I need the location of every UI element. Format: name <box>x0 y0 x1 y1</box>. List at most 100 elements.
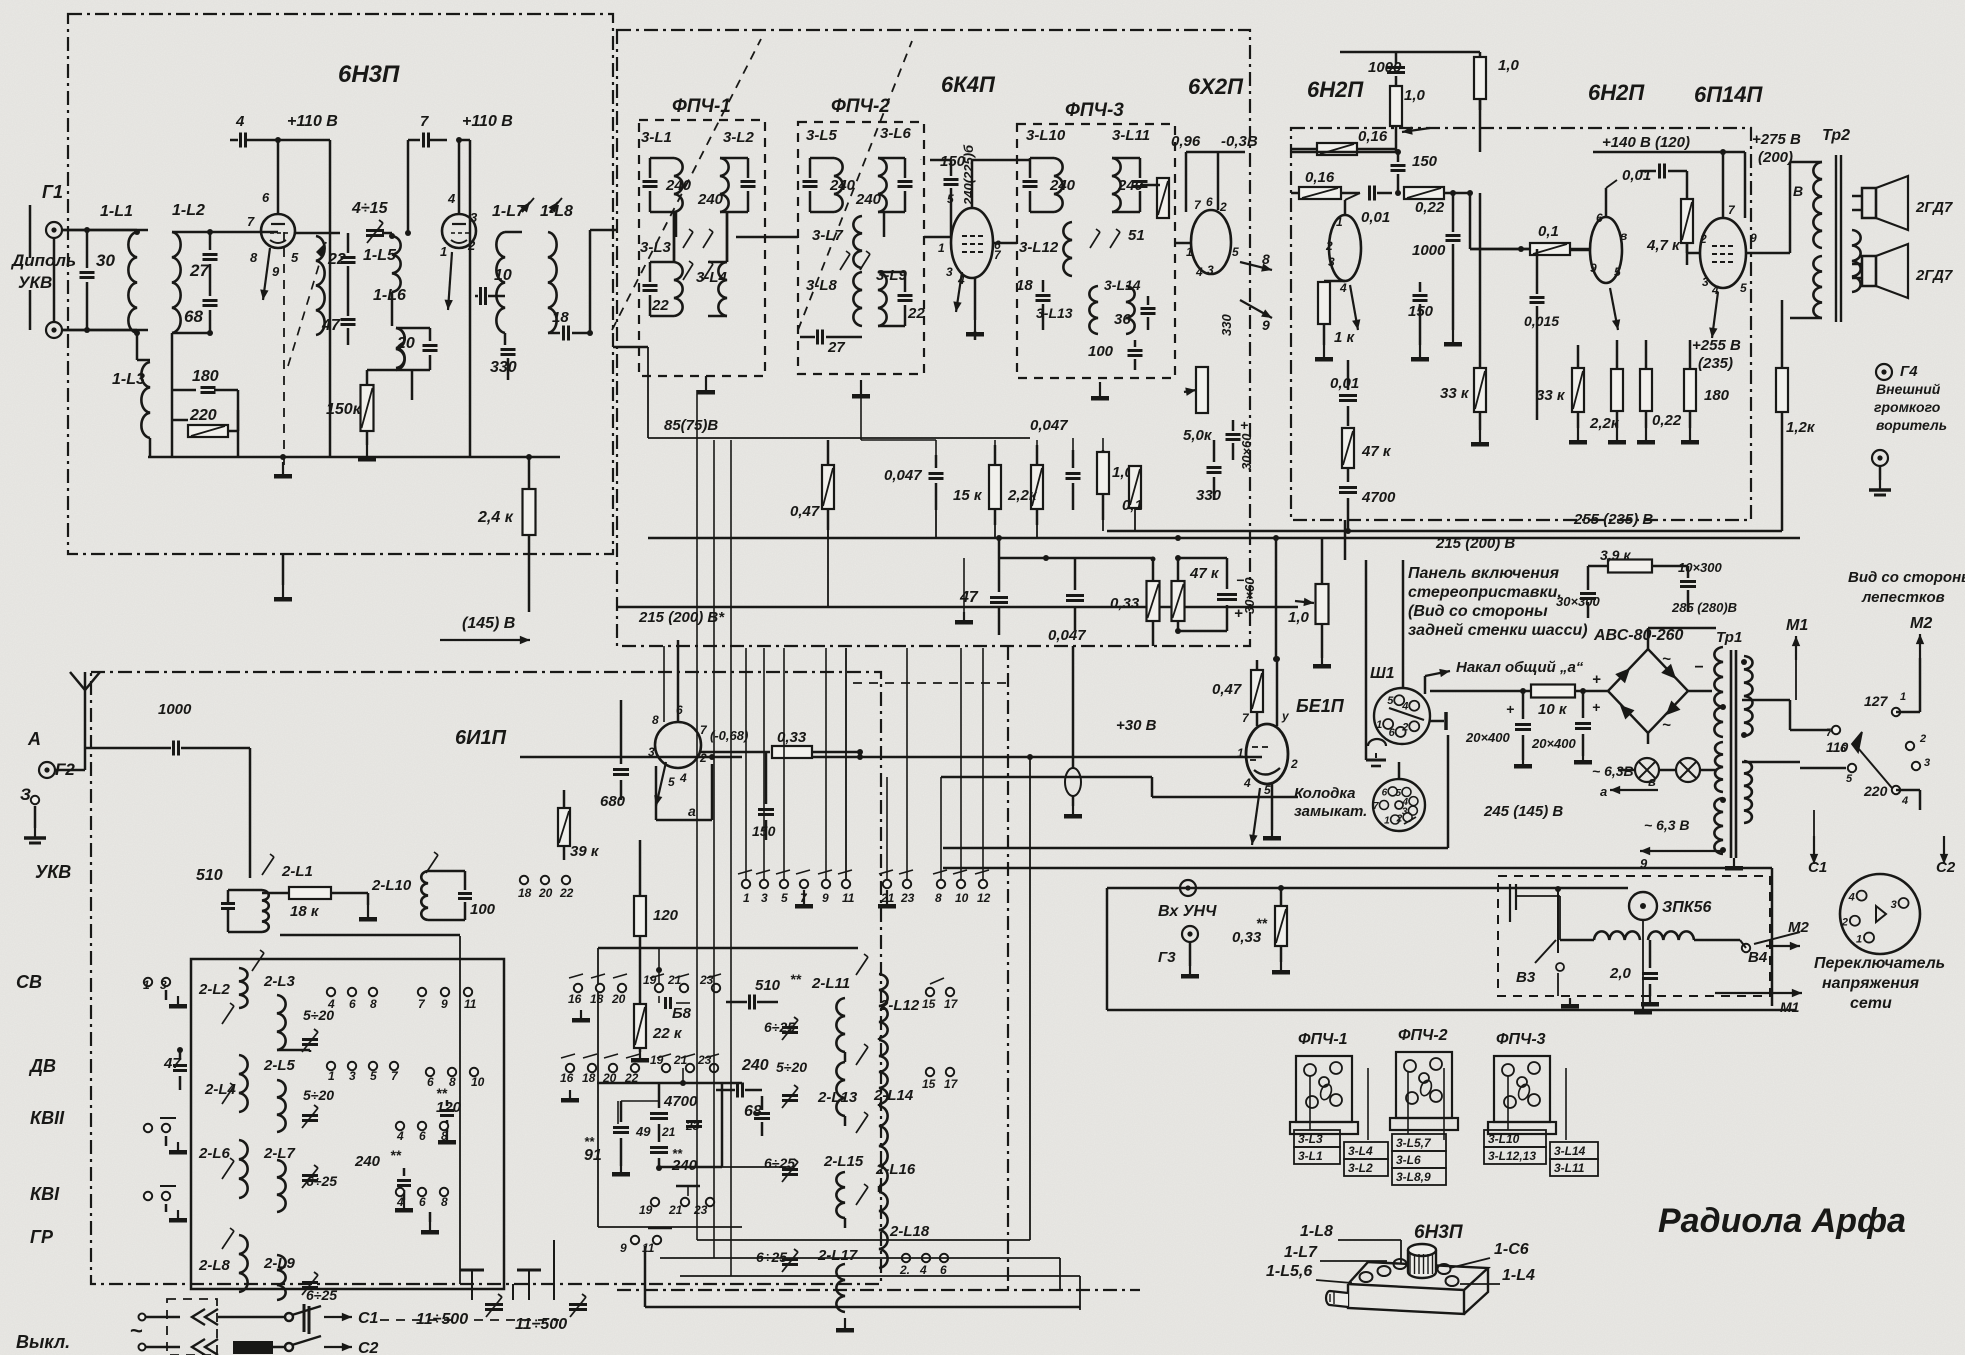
svg-text:17: 17 <box>944 1077 959 1091</box>
svg-text:3-L5,7: 3-L5,7 <box>1396 1136 1432 1150</box>
svg-text:19: 19 <box>650 1053 664 1067</box>
svg-text:5: 5 <box>1614 265 1621 279</box>
svg-text:3-L6: 3-L6 <box>1396 1153 1421 1167</box>
svg-text:240: 240 <box>665 177 692 194</box>
svg-text:330: 330 <box>1196 487 1222 504</box>
svg-text:4: 4 <box>919 1263 927 1277</box>
svg-text:7: 7 <box>1826 727 1833 739</box>
svg-text:3: 3 <box>349 1069 356 1083</box>
svg-text:Внешний: Внешний <box>1876 381 1941 397</box>
svg-text:3-L12,13: 3-L12,13 <box>1488 1149 1536 1163</box>
svg-text:1: 1 <box>1856 934 1862 946</box>
svg-text:23: 23 <box>697 1053 712 1067</box>
svg-text:замыкат.: замыкат. <box>1294 803 1367 820</box>
svg-text:2ГД7: 2ГД7 <box>1915 199 1953 216</box>
svg-text:510: 510 <box>755 977 781 994</box>
svg-text:6: 6 <box>994 238 1001 252</box>
svg-text:5: 5 <box>1264 783 1271 797</box>
svg-text:стереоприставки.: стереоприставки. <box>1408 584 1562 601</box>
svg-text:Переключатель: Переключатель <box>1814 955 1945 972</box>
svg-text:в: в <box>1620 229 1627 243</box>
svg-text:7: 7 <box>420 113 429 130</box>
svg-text:15: 15 <box>922 997 936 1011</box>
svg-text:3,9 к: 3,9 к <box>1600 547 1631 563</box>
svg-text:18 к: 18 к <box>290 903 320 920</box>
svg-text:**: ** <box>436 1085 447 1101</box>
svg-text:23: 23 <box>693 1203 708 1217</box>
svg-text:напряжения: напряжения <box>1822 975 1920 992</box>
svg-text:1: 1 <box>743 891 750 905</box>
svg-text:0,1: 0,1 <box>1538 223 1559 240</box>
svg-text:1,0: 1,0 <box>1404 87 1426 104</box>
svg-text:120: 120 <box>436 1099 462 1116</box>
svg-text:Накал общий „а“: Накал общий „а“ <box>1456 659 1584 676</box>
svg-text:М1: М1 <box>1786 617 1808 634</box>
svg-text:2-L16: 2-L16 <box>875 1161 916 1178</box>
svg-text:3-L14: 3-L14 <box>1104 277 1141 293</box>
svg-text:(235): (235) <box>1698 355 1733 372</box>
svg-text:2: 2 <box>1919 733 1926 745</box>
svg-text:4700: 4700 <box>1361 489 1396 506</box>
svg-text:9: 9 <box>272 264 280 279</box>
svg-text:7: 7 <box>1194 198 1202 212</box>
svg-text:285 (280)В: 285 (280)В <box>1671 600 1737 615</box>
svg-text:6: 6 <box>1206 195 1213 209</box>
svg-text:4: 4 <box>396 1195 404 1209</box>
svg-text:4,7 к: 4,7 к <box>1646 237 1681 254</box>
svg-text:6: 6 <box>1596 211 1603 225</box>
svg-text:21: 21 <box>661 1125 676 1139</box>
svg-text:АВС-80-260: АВС-80-260 <box>1593 627 1684 644</box>
svg-text:2,4 к: 2,4 к <box>477 509 514 526</box>
svg-text:С2: С2 <box>1936 859 1956 876</box>
svg-text:2-L6: 2-L6 <box>198 1145 231 1162</box>
svg-text:+: + <box>1234 605 1243 622</box>
svg-text:1: 1 <box>328 1069 335 1083</box>
svg-text:18: 18 <box>582 1071 596 1085</box>
svg-text:5: 5 <box>291 250 299 265</box>
svg-text:16: 16 <box>560 1071 574 1085</box>
svg-text:47 к: 47 к <box>1361 443 1392 460</box>
svg-text:240: 240 <box>697 191 724 208</box>
svg-text:680: 680 <box>600 793 626 810</box>
svg-text:11÷500: 11÷500 <box>416 1311 468 1328</box>
svg-text:5: 5 <box>1740 281 1747 295</box>
svg-text:22: 22 <box>327 251 346 268</box>
svg-text:3: 3 <box>470 210 478 225</box>
svg-text:Тр2: Тр2 <box>1822 127 1850 144</box>
svg-text:громкого: громкого <box>1874 399 1941 415</box>
svg-text:47: 47 <box>959 589 979 606</box>
svg-text:1: 1 <box>1384 815 1390 826</box>
svg-text:0,01: 0,01 <box>1361 209 1390 226</box>
svg-text:2: 2 <box>1290 757 1298 771</box>
svg-text:+255 В: +255 В <box>1692 337 1741 354</box>
svg-text:220: 220 <box>189 407 217 424</box>
svg-text:6Н3П: 6Н3П <box>338 61 400 88</box>
svg-text:М1: М1 <box>1780 999 1800 1015</box>
svg-text:3-L11: 3-L11 <box>1112 127 1150 144</box>
svg-text:12: 12 <box>977 891 991 905</box>
svg-text:68: 68 <box>744 1103 762 1120</box>
svg-text:3-L1: 3-L1 <box>1298 1149 1323 1163</box>
svg-text:7: 7 <box>391 1069 399 1083</box>
svg-text:4: 4 <box>327 997 335 1011</box>
svg-text:2-L14: 2-L14 <box>873 1087 914 1104</box>
svg-text:11÷500: 11÷500 <box>515 1316 567 1333</box>
svg-text:0,33: 0,33 <box>1232 929 1262 946</box>
svg-text:3-L11: 3-L11 <box>1554 1161 1585 1175</box>
svg-text:68: 68 <box>184 307 203 326</box>
svg-text:воритель: воритель <box>1876 417 1947 433</box>
svg-text:9: 9 <box>1262 317 1270 333</box>
svg-text:6: 6 <box>1389 727 1396 739</box>
svg-text:+140 В (120): +140 В (120) <box>1602 134 1690 151</box>
svg-text:1 к: 1 к <box>1334 329 1356 346</box>
svg-text:2ГД7: 2ГД7 <box>1915 267 1953 284</box>
svg-text:22: 22 <box>624 1071 639 1085</box>
svg-text:2: 2 <box>467 238 476 253</box>
svg-text:2-L7: 2-L7 <box>263 1145 296 1162</box>
svg-text:1: 1 <box>938 241 945 255</box>
svg-text:180: 180 <box>192 368 219 385</box>
svg-text:8: 8 <box>652 713 659 727</box>
svg-text:2-L18: 2-L18 <box>889 1223 930 1240</box>
svg-text:2-L2: 2-L2 <box>198 981 231 998</box>
svg-text:20: 20 <box>602 1071 617 1085</box>
